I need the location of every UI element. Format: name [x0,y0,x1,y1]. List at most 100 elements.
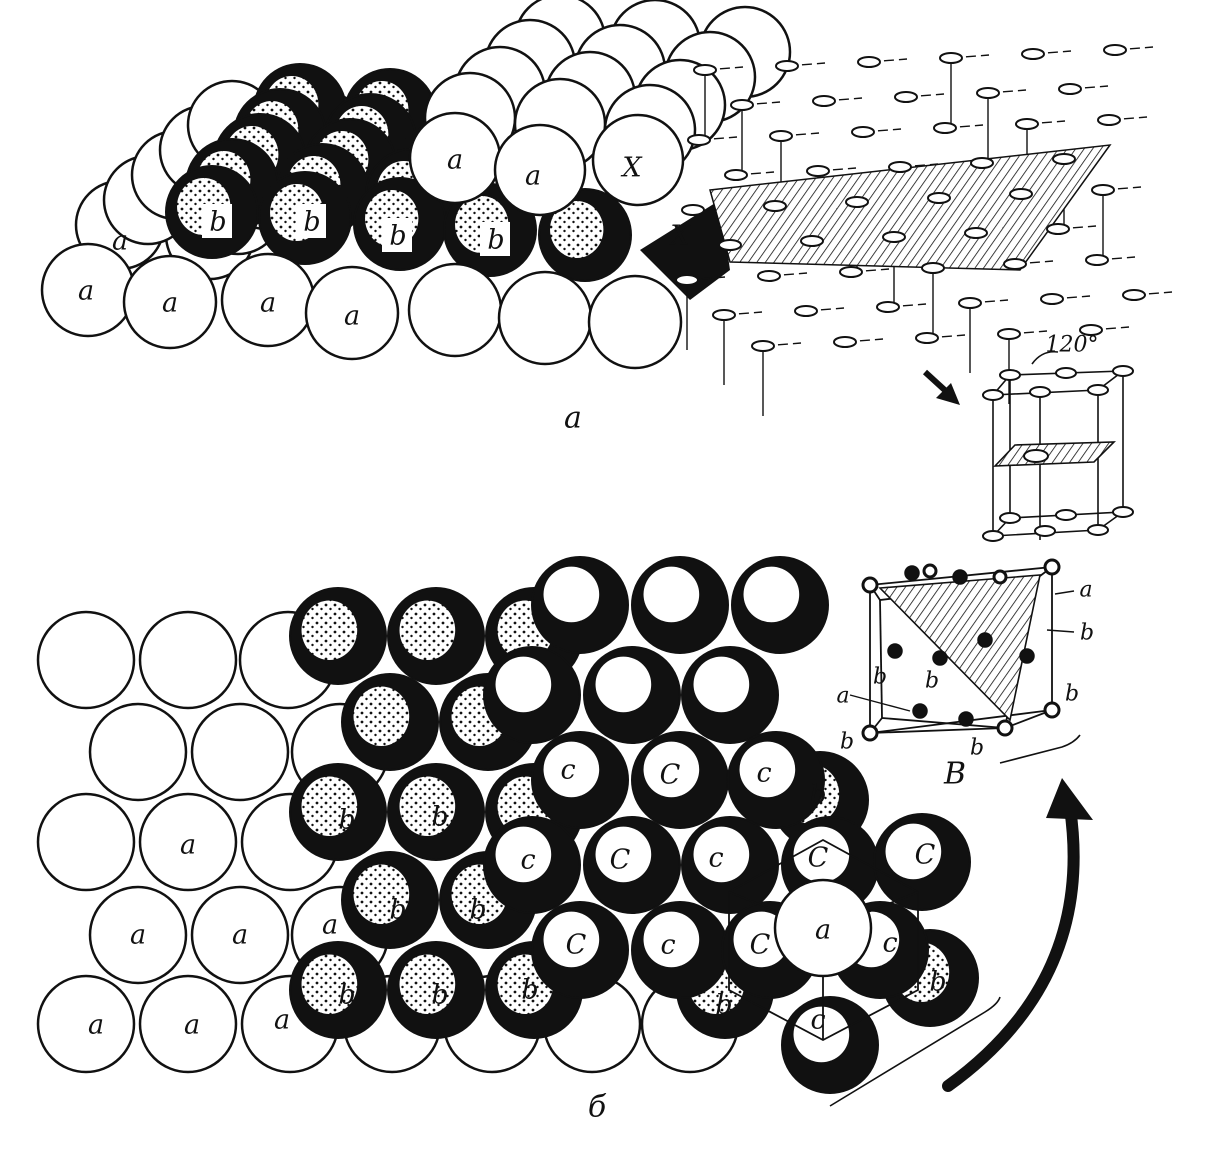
lattice-node [1052,153,1076,165]
sphere-label-layer-c_alt: C [750,930,771,961]
sphere-b [538,188,632,282]
lattice-node [751,340,775,352]
lattice-node [970,157,994,169]
lattice-node [845,196,869,208]
angle-label: 120° [1046,333,1099,358]
lattice-node [1009,188,1033,200]
sphere-b [289,763,387,861]
central-sphere-a [773,878,873,978]
sphere-label-layer-c: c [882,928,897,959]
sphere-label-layer-b: b [521,975,538,1006]
lattice-node [712,309,736,321]
label-plate [382,218,412,252]
sphere-label-a: a [344,301,360,332]
sphere-label-a: a [525,161,541,192]
lattice-node [1046,223,1070,235]
cell-label-b: b [970,736,984,761]
sphere-b [341,673,439,771]
sphere-c [873,813,971,911]
sphere-c [681,646,779,744]
arrow-icon [922,369,960,405]
sphere-label-layer-b: b [431,802,448,833]
sphere-a [190,702,290,802]
lattice-node [851,126,875,138]
sphere-a [88,885,188,985]
lattice-node [1085,254,1109,266]
hexagonal-unit-cell: 120° [982,333,1134,542]
sphere-c [531,901,629,999]
sphere-label-layer-c_alt: C [808,843,829,874]
site-label-x: X [620,153,643,184]
sphere-a [36,974,136,1074]
cell-label-a: a [836,684,849,709]
sphere-c [583,646,681,744]
sphere-c [727,731,825,829]
sphere-c [483,816,581,914]
lattice-node [1091,184,1115,196]
lattice-node [1040,293,1064,305]
sphere-label-layer-c: c [756,758,771,789]
sphere-a [138,610,238,710]
sphere-c [631,556,729,654]
lattice-node [730,99,754,111]
lattice-node [964,227,988,239]
caption-b: б [588,1090,607,1125]
sphere-a [407,262,503,358]
lattice-node [718,239,742,251]
lattice-node [806,165,830,177]
sphere-a [122,254,218,350]
sphere-label-layer-c: c [660,930,675,961]
lattice-node [958,297,982,309]
sphere-label-layer-b: b [469,895,486,926]
sphere-a [587,274,683,370]
sphere-label-layer-b: b [715,990,732,1021]
lattice-node [687,134,711,146]
label-plate [296,204,326,238]
sphere-a [190,885,290,985]
sphere-label-b: b [209,207,226,238]
lattice-node [876,301,900,313]
sphere-label-a: a [815,915,831,946]
panel-b-top-view: a б [36,556,1093,1125]
sphere-label-a: a [162,288,178,319]
sphere-b [289,941,387,1039]
top-rows-layer-a [408,0,792,217]
lattice-node [1097,114,1121,126]
lattice-node [888,161,912,173]
sphere-a [138,974,238,1074]
sphere-c [483,646,581,744]
sphere-a [304,265,400,361]
sphere-label-layer-c: c [520,845,535,876]
sphere-a [591,113,685,207]
cell-label-b: b [873,665,887,690]
sphere-label-b: b [487,225,504,256]
sphere-label-layer-a: a [130,920,146,951]
sphere-label-a: a [447,145,463,176]
sphere-label-layer-b: b [929,967,946,998]
lattice-node [693,64,717,76]
lattice-node [1079,324,1103,336]
lattice-node [775,60,799,72]
lattice-node [939,52,963,64]
sphere-label-b: b [389,221,406,252]
lattice-node [976,87,1000,99]
sphere-c [631,731,729,829]
front-row-layer-a [40,200,730,370]
lattice-node [839,266,863,278]
sphere-a [36,610,136,710]
caption-a: a [564,401,582,436]
sphere-label-layer-b: b [809,780,826,811]
lattice-node [833,336,857,348]
lattice-node [675,274,699,286]
sphere-b [387,941,485,1039]
lattice-node [933,122,957,134]
sphere-label-layer-b: b [338,805,355,836]
lattice-node [812,95,836,107]
lattice-node [1015,118,1039,130]
cell-label-b: b [840,730,854,755]
caption-v: B [943,757,966,792]
layer-c-spheres [483,556,971,1094]
